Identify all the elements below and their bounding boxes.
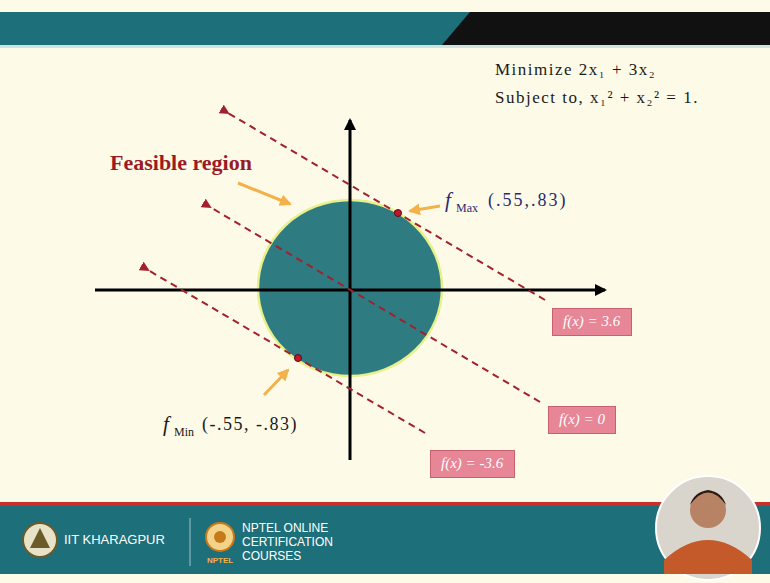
point-coords: (.55,.83) [488,190,568,211]
point-coords: (-.55, -.83) [202,414,298,435]
presenter-photo [656,476,760,580]
constraint-text: Subject to, x₁² + x₂² = 1. [495,88,699,108]
logo-text: NPTEL [207,556,233,565]
max-point [395,210,402,217]
footer-line [0,502,770,506]
top-bar-dark [442,12,770,45]
top-bar [0,12,770,45]
value-box: f(x) = -3.6 [430,450,515,478]
iit-logo [23,523,57,557]
footer-divider [190,518,191,566]
nptel-logo [206,523,234,551]
region-label: Feasible region [110,150,252,175]
value-box: f(x) = 0 [548,406,616,434]
point-subscript: Min [174,426,194,440]
level-line [148,270,425,433]
level-line [210,207,540,402]
value-box: f(x) = 3.6 [552,308,632,336]
course-name: NPTEL ONLINE CERTIFICATION COURSES [242,522,392,563]
min-point [295,355,302,362]
value-text: f(x) = 0 [559,410,605,430]
top-strip [0,45,770,48]
institute-name: IIT KHARAGPUR [64,533,165,548]
pointer-arrow [410,206,440,211]
pointer-arrow [264,370,288,395]
point-label: f [445,188,451,212]
point-subscript: Max [456,202,478,216]
pointer-arrow [238,183,290,204]
value-text: f(x) = 3.6 [563,312,621,332]
point-label: f [163,412,169,436]
footer-bar [0,506,770,574]
objective-text: Minimize 2x₁ + 3x₂ [495,60,656,80]
value-text: f(x) = -3.6 [441,454,504,474]
